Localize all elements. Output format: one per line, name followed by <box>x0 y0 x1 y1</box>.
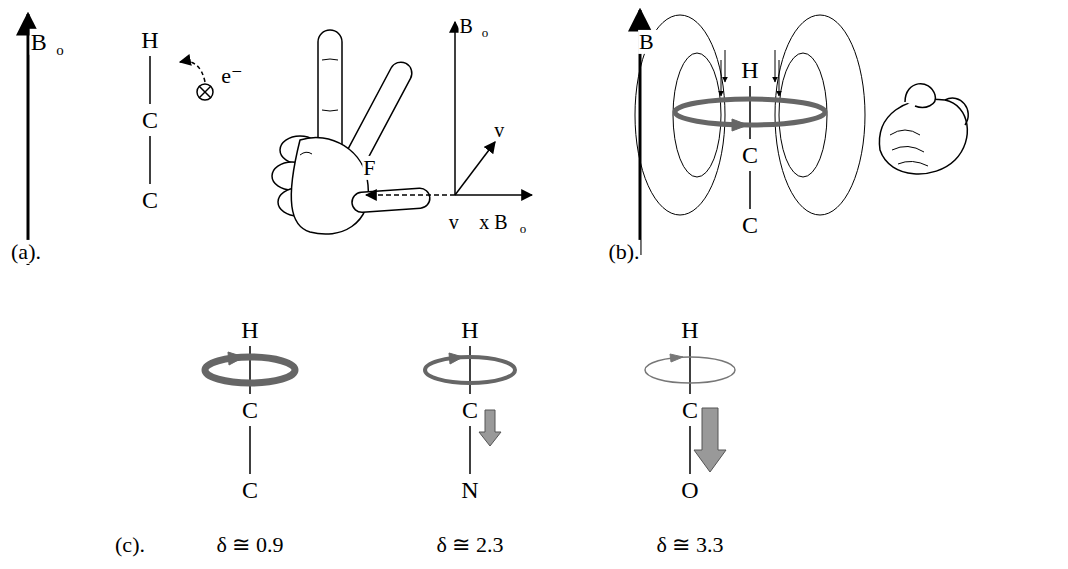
atom-label: H <box>140 27 159 53</box>
atom-label: C <box>461 397 479 423</box>
atom-label: C <box>141 107 159 133</box>
subscript: o <box>519 222 528 236</box>
b-vector <box>454 22 456 195</box>
electron-into-page <box>197 84 213 100</box>
atom-label: C <box>681 397 699 423</box>
curled-hand <box>879 84 968 174</box>
force-label: F⃗ <box>362 156 393 180</box>
bond-line <box>249 426 251 474</box>
bond-line <box>689 426 691 474</box>
velocity-label: v⃗ <box>493 119 521 141</box>
ring-arrowhead <box>449 353 463 364</box>
panel-c <box>205 346 735 474</box>
atom-label: C <box>741 142 759 168</box>
bond-line <box>749 171 751 209</box>
panel-label: (c). <box>114 533 146 557</box>
atom-label: C <box>241 477 259 503</box>
electron-current-ring <box>645 357 735 383</box>
panel-b <box>635 10 968 255</box>
electron-current-ring <box>205 357 295 383</box>
force-vector <box>366 194 455 196</box>
electron-path <box>180 61 205 82</box>
electron-current-ring <box>425 357 515 383</box>
atom-label: H <box>240 317 259 343</box>
atom-label: C <box>141 187 159 213</box>
bond-line <box>469 426 471 474</box>
bond-line <box>149 56 151 104</box>
atom-label: O <box>680 477 699 503</box>
atom-label: C <box>741 212 759 238</box>
electron-current-ring <box>675 99 825 125</box>
atom-label: H <box>460 317 479 343</box>
shift-value: δ ≅ 2.3 <box>436 533 505 557</box>
panel-label: (a). <box>10 240 42 264</box>
atom-label: C <box>241 397 259 423</box>
atom-label: H <box>740 57 759 83</box>
panel-a <box>28 14 532 265</box>
subscript: o <box>481 26 490 40</box>
panel-label: (b). <box>607 240 640 264</box>
bond-line <box>149 136 151 184</box>
shift-value: δ ≅ 3.3 <box>656 533 725 557</box>
field-direction <box>721 60 722 96</box>
bond-line <box>469 346 471 394</box>
field-direction <box>779 60 780 96</box>
right-hand <box>272 30 431 234</box>
inductive-pull-arrow <box>479 410 501 446</box>
bond-line <box>749 86 751 139</box>
field-symbol: B⃗ <box>638 30 672 54</box>
bond-line <box>689 346 691 394</box>
v-vector <box>455 142 495 195</box>
cross-vector <box>455 194 532 196</box>
field-direction <box>775 50 776 82</box>
ring-arrowhead <box>228 352 244 365</box>
ring-arrowhead <box>670 354 683 362</box>
cross-product-label: v⃗ x B⃗ <box>448 211 524 233</box>
atom-label: N <box>460 477 479 503</box>
shift-value: δ ≅ 0.9 <box>216 533 285 557</box>
field-direction <box>725 50 726 82</box>
ring-arrowhead <box>732 119 748 131</box>
subscript: o <box>55 42 65 59</box>
atom-label: H <box>680 317 699 343</box>
bond-line <box>249 346 251 394</box>
electron-label: e⁻ <box>220 64 243 88</box>
